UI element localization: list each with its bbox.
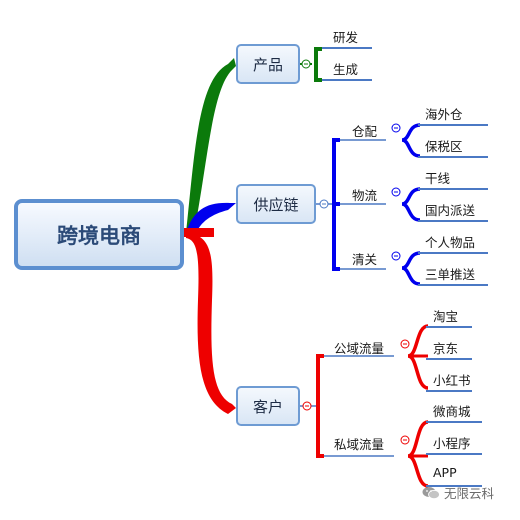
supply-bracket (316, 123, 421, 286)
leaf-supply-3-1[interactable]: 个人物品 (425, 235, 476, 250)
leaf-customer-2-3[interactable]: APP (433, 465, 457, 480)
root-label: 跨境电商 (57, 223, 141, 248)
link-customer (186, 232, 236, 414)
leaf-supply-1-1[interactable]: 海外仓 (425, 107, 463, 122)
leaf-underline (418, 156, 488, 158)
leaf-underline (418, 220, 488, 222)
customer-label: 客户 (252, 397, 283, 416)
link-product (186, 58, 236, 233)
watermark: 无限云科 (422, 483, 494, 502)
leaf-underline (426, 358, 472, 360)
leaf-customer-1-1[interactable]: 淘宝 (433, 309, 459, 324)
leaf-supply-3-2[interactable]: 三单推送 (425, 267, 476, 282)
link-supply (186, 202, 236, 234)
supply-label: 供应链 (253, 195, 299, 214)
group-supply-2[interactable]: 物流 (352, 188, 378, 203)
link-customer-stem (184, 228, 214, 237)
leaf-supply-2-2[interactable]: 国内派送 (425, 203, 476, 218)
group-supply-3[interactable]: 清关 (352, 252, 378, 267)
leaf-supply-2-1[interactable]: 干线 (425, 171, 451, 186)
wechat-icon (422, 486, 440, 499)
product-label: 产品 (252, 55, 283, 74)
leaf-underline (426, 453, 482, 455)
leaf-customer-1-2[interactable]: 京东 (433, 341, 459, 356)
leaf-product-1[interactable]: 研发 (333, 30, 359, 45)
group-supply-1[interactable]: 仓配 (352, 124, 378, 139)
group-customer-1[interactable]: 公域流量 (334, 341, 385, 356)
group-customer-2[interactable]: 私域流量 (334, 437, 385, 452)
leaf-underline (426, 421, 482, 423)
leaf-product-2[interactable]: 生成 (333, 62, 359, 77)
leaf-underline (322, 47, 372, 49)
leaf-underline (418, 252, 488, 254)
leaf-customer-2-2[interactable]: 小程序 (433, 436, 471, 451)
leaf-underline (418, 124, 488, 126)
leaf-underline (426, 485, 482, 487)
branch-node-supply[interactable]: 供应链 (236, 184, 316, 224)
leaf-supply-1-2[interactable]: 保税区 (425, 139, 463, 154)
leaf-underline (426, 326, 472, 328)
leaf-customer-2-1[interactable]: 微商城 (433, 404, 471, 419)
leaf-underline (322, 79, 372, 81)
product-bracket (300, 47, 322, 82)
leaf-underline (426, 390, 472, 392)
leaf-underline (418, 188, 488, 190)
branch-node-customer[interactable]: 客户 (236, 386, 300, 426)
leaf-customer-1-3[interactable]: 小红书 (433, 373, 471, 388)
root-node[interactable]: 跨境电商 (14, 199, 184, 270)
leaf-underline (418, 284, 488, 286)
customer-bracket (300, 324, 429, 488)
watermark-text: 无限云科 (444, 486, 495, 501)
branch-node-product[interactable]: 产品 (236, 44, 300, 84)
